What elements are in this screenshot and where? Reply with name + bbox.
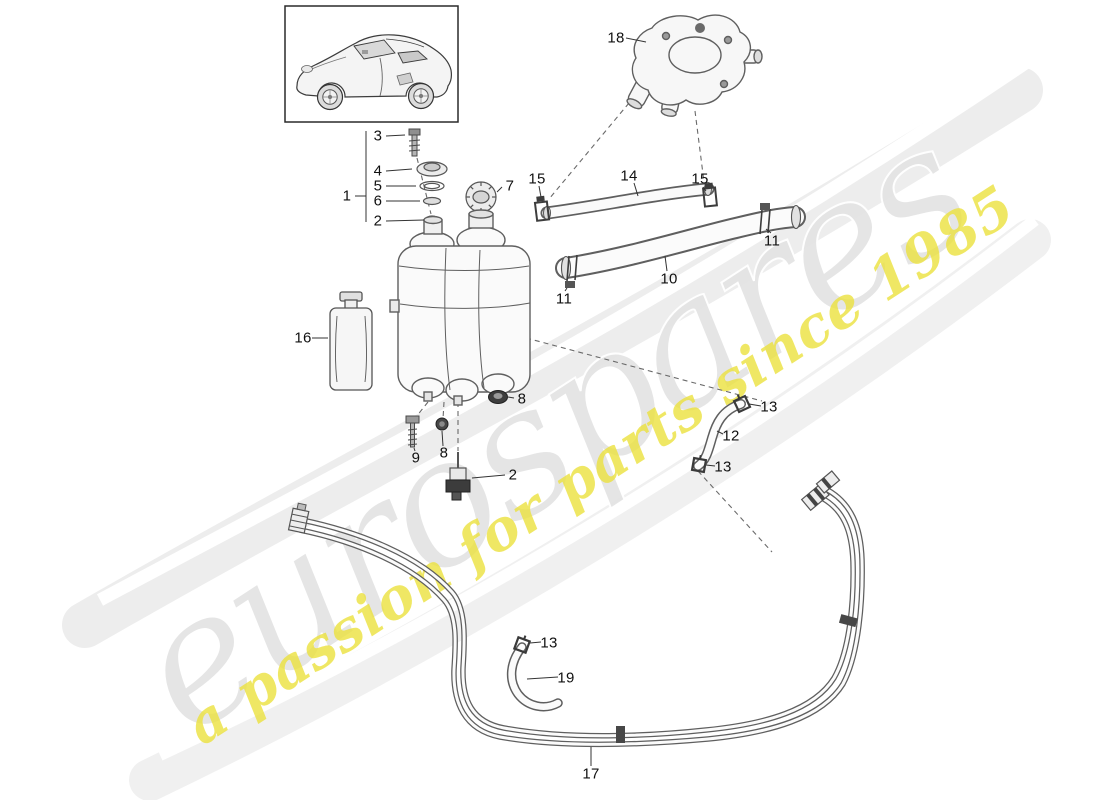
hose-19-drawing xyxy=(506,642,563,712)
hose-10-drawing xyxy=(555,204,806,281)
part-label-9[interactable]: 9 xyxy=(411,449,421,467)
leader-line-13 xyxy=(529,641,542,644)
car-inset xyxy=(284,5,459,123)
part-label-13[interactable]: 13 xyxy=(760,398,778,416)
level-sensor-2-drawing xyxy=(445,452,471,501)
part-label-17[interactable]: 17 xyxy=(582,765,600,783)
part-label-3[interactable]: 3 xyxy=(373,127,383,145)
leader-line-3 xyxy=(385,134,406,137)
leader-line-12 xyxy=(716,430,724,435)
part-label-11[interactable]: 11 xyxy=(763,232,781,250)
leader-line-15 xyxy=(702,186,707,192)
leader-line-8 xyxy=(507,396,515,399)
leader-line-10 xyxy=(664,255,668,272)
part-label-7[interactable]: 7 xyxy=(505,177,515,195)
part-label-2[interactable]: 2 xyxy=(373,212,383,230)
seal-5-drawing xyxy=(419,180,445,192)
clamp-13-hose19-drawing xyxy=(512,635,532,655)
leader-line-2 xyxy=(385,219,425,222)
leader-line-13 xyxy=(748,403,762,407)
leader-line-15 xyxy=(538,185,542,198)
part-label-11[interactable]: 11 xyxy=(555,290,573,308)
bolt-9-drawing xyxy=(405,415,420,448)
clamp-11-right-drawing xyxy=(759,203,771,235)
leader-line-19 xyxy=(526,676,559,680)
part-label-15[interactable]: 15 xyxy=(691,170,709,188)
part-label-12[interactable]: 12 xyxy=(722,427,740,445)
coolant-bottle-16-drawing xyxy=(329,291,373,391)
leader-line-11 xyxy=(564,287,568,292)
part-label-13[interactable]: 13 xyxy=(540,634,558,652)
part-label-14[interactable]: 14 xyxy=(620,167,638,185)
cap-4-drawing xyxy=(416,161,448,177)
nut-8-drawing xyxy=(435,417,449,431)
thermostat-housing-drawing xyxy=(626,14,763,117)
leader-line-13 xyxy=(705,464,716,467)
clamp-15-left-drawing xyxy=(533,195,551,222)
part-label-8[interactable]: 8 xyxy=(439,444,449,462)
clamp-11-left-drawing xyxy=(565,254,578,288)
part-label-4[interactable]: 4 xyxy=(373,162,383,180)
part-label-19[interactable]: 19 xyxy=(557,669,575,687)
leader-line-14 xyxy=(633,182,639,197)
part-label-18[interactable]: 18 xyxy=(607,29,625,47)
leader-line-18 xyxy=(625,37,647,43)
leader-line-4 xyxy=(385,168,413,172)
water-pipes-17-drawing xyxy=(287,470,865,748)
leader-line-9 xyxy=(413,447,416,452)
part-label-5[interactable]: 5 xyxy=(373,177,383,195)
expansion-tank-drawing xyxy=(389,209,531,406)
part-label-2[interactable]: 2 xyxy=(508,466,518,484)
leader-line-11 xyxy=(765,228,772,234)
part-label-15[interactable]: 15 xyxy=(528,170,546,188)
part-label-16[interactable]: 16 xyxy=(294,329,312,347)
part-label-6[interactable]: 6 xyxy=(373,192,383,210)
leader-line-8 xyxy=(441,430,444,447)
leader-line-2 xyxy=(471,474,506,479)
leader-line-7 xyxy=(496,186,503,193)
part-label-8[interactable]: 8 xyxy=(517,390,527,408)
part-label-1[interactable]: 1 xyxy=(342,187,352,205)
clamp-13-top-drawing xyxy=(732,394,752,414)
seal-6-drawing xyxy=(422,196,442,206)
leader-lines xyxy=(312,37,772,766)
car-drawing xyxy=(296,34,452,111)
bolt-3-drawing xyxy=(408,128,421,157)
clamp-15-right-drawing xyxy=(701,182,719,208)
clamp-13-bottom-drawing xyxy=(690,454,708,474)
grommet-8-drawing xyxy=(488,390,508,404)
part-label-10[interactable]: 10 xyxy=(660,270,678,288)
part-label-13[interactable]: 13 xyxy=(714,458,732,476)
